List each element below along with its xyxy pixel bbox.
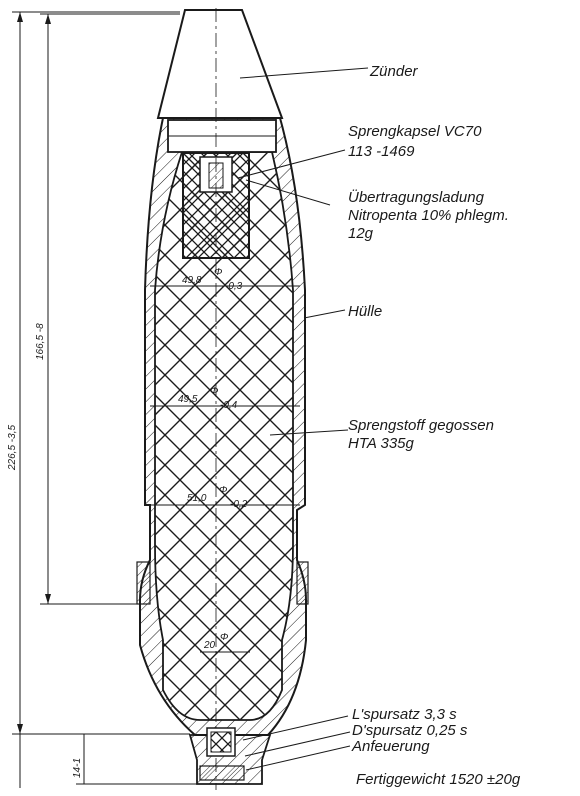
fuze-adapter bbox=[167, 119, 277, 153]
diameter-3-value: 51,0 bbox=[187, 493, 207, 504]
diameter-2-tolerance: -0,4 bbox=[220, 400, 238, 411]
overall-length-label: 226,5 -3,5 bbox=[7, 425, 18, 471]
tracer-assembly bbox=[188, 727, 272, 785]
diameter-2-value: 49,5 bbox=[178, 394, 198, 405]
diameter-4-symbol: Φ bbox=[220, 632, 228, 643]
label-nitropenta: Nitropenta 10% phlegm. bbox=[348, 207, 509, 224]
fuze bbox=[156, 9, 284, 119]
label-hta-mass: HTA 335g bbox=[348, 435, 415, 452]
diameter-2-symbol: Φ bbox=[210, 386, 218, 397]
label-booster-mass: 12g bbox=[348, 225, 374, 242]
body-length-label: 166,5 -8 bbox=[35, 323, 46, 360]
label-anfeuerung: Anfeuerung bbox=[351, 738, 430, 755]
label-zuender: Zünder bbox=[369, 63, 419, 80]
label-sprengkapsel-number: 113 -1469 bbox=[348, 143, 415, 160]
diameter-1-value: 49,8 bbox=[182, 275, 202, 286]
diameter-4-value: 20 bbox=[203, 640, 216, 651]
label-sprengkapsel: Sprengkapsel VC70 bbox=[348, 123, 482, 140]
label-lspursatz: L'spursatz 3,3 s bbox=[352, 706, 457, 723]
driving-band bbox=[136, 561, 309, 605]
section-lines bbox=[150, 285, 300, 653]
label-dspursatz: D'spursatz 0,25 s bbox=[352, 722, 468, 739]
label-uebertragungsladung: Übertragungsladung bbox=[348, 188, 485, 206]
explosive-fill bbox=[154, 151, 294, 721]
diameter-1: 49,8 Φ -0,3 bbox=[182, 267, 243, 292]
diameter-2: 49,5 Φ -0,4 bbox=[178, 386, 238, 411]
diameter-3: 51,0 Φ -0,2 bbox=[187, 485, 248, 510]
label-huelle: Hülle bbox=[348, 303, 382, 320]
leader-lines bbox=[237, 67, 369, 771]
tail-length-label: 14-1 bbox=[72, 758, 83, 778]
diameter-3-symbol: Φ bbox=[219, 485, 227, 496]
diameter-1-tolerance: -0,3 bbox=[225, 281, 243, 292]
diameter-3-tolerance: -0,2 bbox=[230, 499, 248, 510]
diameter-1-symbol: Φ bbox=[214, 267, 222, 278]
label-sprengstoff: Sprengstoff gegossen bbox=[348, 417, 494, 434]
label-fertiggewicht: Fertiggewicht 1520 ±20g bbox=[356, 771, 521, 788]
dimension-lines bbox=[12, 11, 197, 788]
diameter-4: 20 Φ bbox=[203, 632, 228, 651]
